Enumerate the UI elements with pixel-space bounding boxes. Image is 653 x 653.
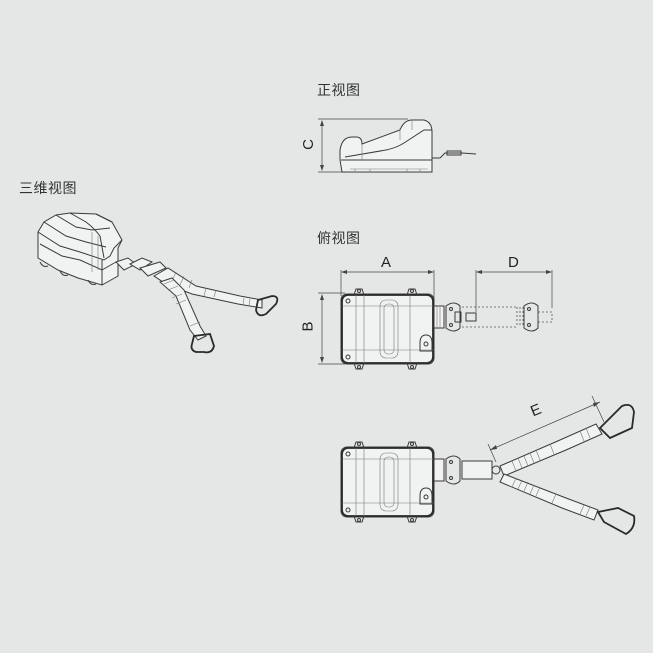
front-view-drawing <box>318 118 477 173</box>
iso-view-drawing <box>37 212 279 354</box>
top-view-title: 俯视图 <box>317 231 361 247</box>
front-view-title: 正视图 <box>317 83 361 99</box>
extended-view-drawing <box>340 395 636 536</box>
top-view-drawing <box>318 270 553 370</box>
dim-label-d: D <box>508 254 519 271</box>
iso-view-title: 三维视图 <box>19 181 77 197</box>
dim-label-a: A <box>381 254 392 271</box>
